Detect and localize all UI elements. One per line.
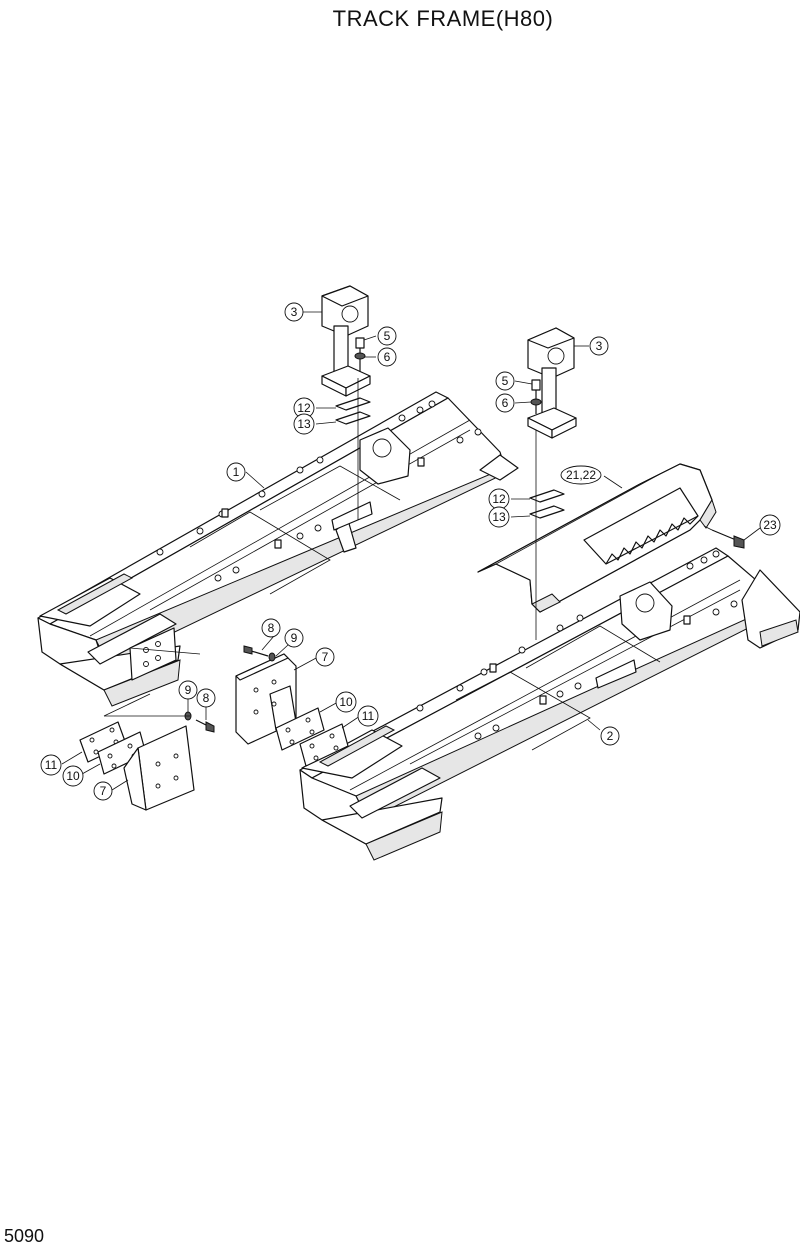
svg-text:13: 13 — [297, 417, 311, 431]
svg-text:12: 12 — [492, 492, 506, 506]
callout-13-left: 13 — [293, 413, 315, 435]
callout-13-right: 13 — [488, 506, 510, 528]
track-frame-left — [37, 391, 519, 707]
callout-3-left: 3 — [284, 302, 304, 322]
upper-support-left — [321, 285, 371, 397]
callout-12-right: 12 — [488, 488, 510, 510]
callout-1: 1 — [226, 462, 246, 482]
callout-8-left: 8 — [196, 688, 216, 708]
callout-23: 23 — [759, 514, 781, 536]
page-number: 5090 — [4, 1226, 45, 1246]
callout-12-left: 12 — [293, 397, 315, 419]
svg-text:7: 7 — [100, 784, 107, 798]
bolt-and-washer-right — [530, 379, 542, 414]
svg-text:3: 3 — [291, 305, 298, 319]
svg-text:13: 13 — [492, 510, 506, 524]
svg-text:10: 10 — [66, 769, 80, 783]
callout-9-middle: 9 — [284, 628, 304, 648]
callout-11-middle: 11 — [357, 705, 379, 727]
pad-group-left — [79, 711, 215, 811]
callout-3-right: 3 — [589, 336, 609, 356]
svg-text:9: 9 — [185, 683, 192, 697]
svg-text:9: 9 — [291, 631, 298, 645]
diagram-title: TRACK FRAME(H80) — [332, 6, 554, 31]
svg-text:3: 3 — [596, 339, 603, 353]
callout-11-left: 11 — [40, 754, 62, 776]
callout-2: 2 — [600, 726, 620, 746]
frame-cover — [477, 463, 717, 613]
svg-text:5: 5 — [384, 329, 391, 343]
bolt-23 — [703, 525, 745, 549]
callout-9-left: 9 — [178, 680, 198, 700]
shims-right — [529, 430, 565, 640]
upper-support-right — [527, 327, 577, 439]
callout-5-left: 5 — [377, 326, 397, 346]
svg-text:11: 11 — [362, 709, 375, 723]
pad-group-middle — [235, 645, 349, 767]
svg-text:8: 8 — [268, 621, 275, 635]
svg-text:6: 6 — [384, 350, 391, 364]
callout-6-left: 6 — [377, 347, 397, 367]
svg-text:11: 11 — [45, 758, 58, 772]
svg-text:6: 6 — [502, 396, 509, 410]
callout-6-right: 6 — [495, 393, 515, 413]
callout-21-22: 21,22 — [560, 465, 602, 485]
svg-text:8: 8 — [203, 691, 210, 705]
svg-text:7: 7 — [322, 650, 329, 664]
callout-10-left: 10 — [62, 765, 84, 787]
svg-text:1: 1 — [233, 465, 240, 479]
shims-left — [335, 378, 371, 520]
callout-7-middle: 7 — [315, 647, 335, 667]
callout-5-right: 5 — [495, 371, 515, 391]
svg-text:12: 12 — [297, 401, 311, 415]
part-callouts: 1 2 3 3 5 6 5 6 12 13 12 13 21,22 23 8 9… — [40, 302, 781, 801]
svg-text:10: 10 — [339, 695, 353, 709]
leader-lines — [61, 311, 761, 791]
svg-text:21,22: 21,22 — [566, 468, 596, 482]
svg-text:2: 2 — [607, 729, 614, 743]
track-frame-right — [299, 547, 800, 861]
callout-10-middle: 10 — [335, 691, 357, 713]
callout-7-left: 7 — [93, 781, 113, 801]
bolt-and-washer-left — [354, 337, 366, 372]
callout-8-middle: 8 — [261, 618, 281, 638]
svg-text:5: 5 — [502, 374, 509, 388]
svg-text:23: 23 — [763, 518, 777, 532]
